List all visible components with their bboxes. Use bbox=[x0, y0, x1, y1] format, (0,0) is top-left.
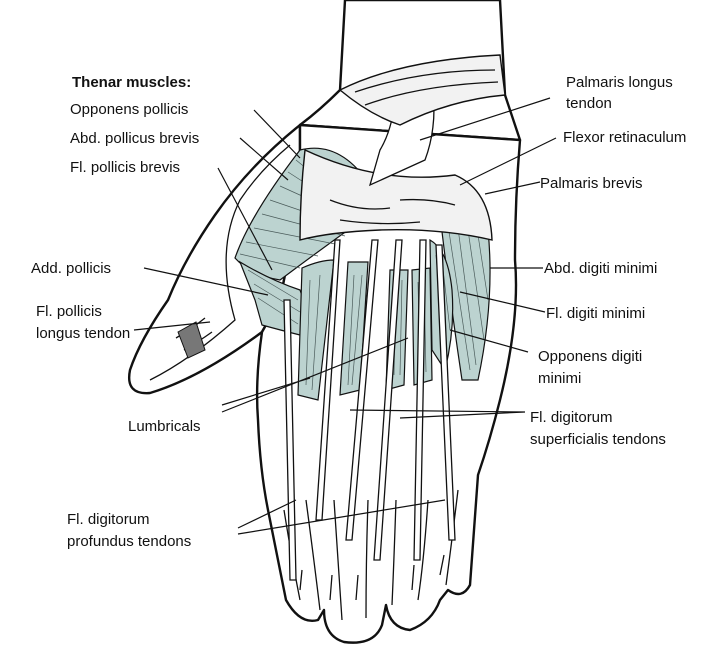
label-fl-pollicis-longus-line1: Fl. pollicis bbox=[36, 303, 102, 320]
label-opponens-digiti-line1: Opponens digiti bbox=[538, 348, 642, 365]
label-fl-digitorum-profundus-line2: profundus tendons bbox=[67, 533, 191, 550]
label-fl-digitorum-superficialis-line2: superficialis tendons bbox=[530, 431, 666, 448]
label-fl-digiti-minimi: Fl. digiti minimi bbox=[546, 305, 645, 322]
label-opponens-digiti-line2: minimi bbox=[538, 370, 581, 387]
label-palmaris-longus-line2: tendon bbox=[566, 95, 612, 112]
label-fl-digitorum-profundus-line1: Fl. digitorum bbox=[67, 511, 150, 528]
label-palmaris-longus-line1: Palmaris longus bbox=[566, 74, 673, 91]
label-add-pollicis: Add. pollicis bbox=[31, 260, 111, 277]
label-opponens-pollicis: Opponens pollicis bbox=[70, 101, 188, 118]
label-palmaris-brevis: Palmaris brevis bbox=[540, 175, 643, 192]
labels-right: Palmaris longus tendon Flexor retinaculu… bbox=[530, 74, 686, 448]
label-fl-pollicis-brevis: Fl. pollicis brevis bbox=[70, 159, 180, 176]
label-fl-digitorum-superficialis-line1: Fl. digitorum bbox=[530, 409, 613, 426]
label-abd-pollicus-brevis: Abd. pollicus brevis bbox=[70, 130, 199, 147]
label-lumbricals: Lumbricals bbox=[128, 418, 201, 435]
label-fl-pollicis-longus-line2: longus tendon bbox=[36, 325, 130, 342]
label-flexor-retinaculum: Flexor retinaculum bbox=[563, 129, 686, 146]
label-abd-digiti-minimi: Abd. digiti minimi bbox=[544, 260, 657, 277]
thenar-muscles-heading: Thenar muscles: bbox=[72, 74, 191, 91]
